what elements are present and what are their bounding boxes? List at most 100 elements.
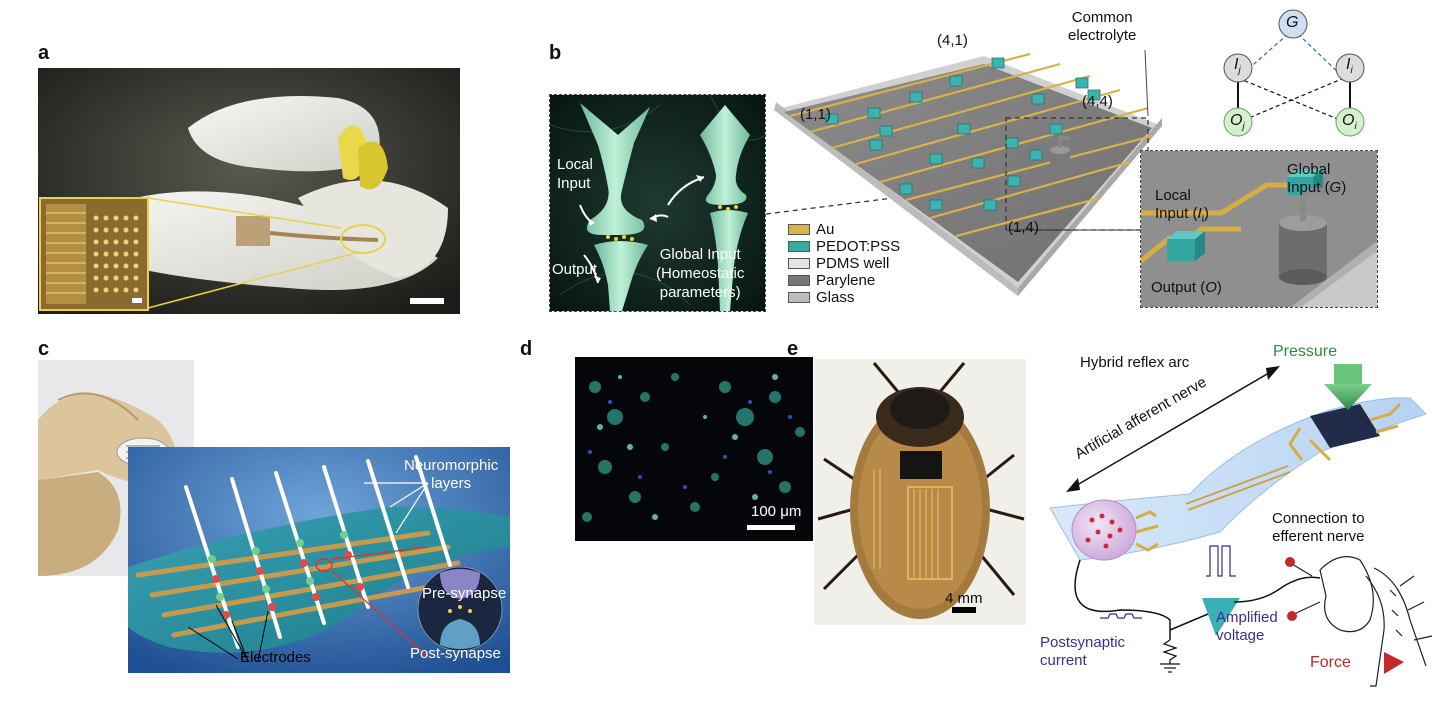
zoom-local-input-label: Local Input (Ii) xyxy=(1155,187,1209,225)
connection-efferent-line2: efferent nerve xyxy=(1272,528,1365,545)
panel-b-material-legend: Au PEDOT:PSS PDMS well Parylene Glass xyxy=(788,221,938,308)
legend-item-au: Au xyxy=(788,221,835,238)
zoom-local-electrode xyxy=(1167,231,1205,261)
postsynaptic-current-label: Postsynaptic current xyxy=(1040,634,1125,670)
panel-c-synapse-array-illustration: Neuromorphic layers Pre-synapse Post-syn… xyxy=(128,447,510,673)
common-electrolyte-line1: Common xyxy=(1071,9,1133,26)
neuron-global-input-line2: (Homeostatic xyxy=(656,265,745,282)
neuron-output-label: Output xyxy=(552,261,598,278)
inset-scale-bar xyxy=(132,298,142,303)
panel-a-orchid-photo xyxy=(38,68,460,314)
cockroach-chip xyxy=(900,451,942,479)
pressure-label: Pressure xyxy=(1273,343,1338,360)
zoom-global-input-line1: Global xyxy=(1287,161,1331,178)
coord-1-1-label: (1,1) xyxy=(800,106,831,123)
circuit-node-ii-main: I xyxy=(1346,56,1351,73)
electrode-ball-2 xyxy=(1287,611,1297,621)
legend-swatch-pdms xyxy=(788,258,810,269)
zoom-cylinder xyxy=(1279,188,1333,285)
legend-label-pdms: PDMS well xyxy=(816,255,890,272)
postsynaptic-current-trace xyxy=(1100,613,1142,619)
ring-oscillator xyxy=(1185,465,1291,511)
panel-b-electrode-array: Common electrolyte (4,1) (1,1) (4,4) (1,… xyxy=(770,9,1172,298)
legend-label-glass: Glass xyxy=(816,289,855,306)
circuit-node-oj-main: O xyxy=(1230,112,1243,129)
panel-e-label: e xyxy=(787,338,799,360)
legend-swatch-parylene xyxy=(788,275,810,286)
amplified-voltage-line1: Amplified xyxy=(1216,609,1278,626)
zoom-local-input-line2: Input ( xyxy=(1155,205,1198,222)
circuit-node-oj: Oj xyxy=(1230,112,1245,132)
zoom-output-text: Output ( xyxy=(1151,279,1206,296)
zoom-local-input-line1: Local xyxy=(1155,187,1191,204)
panel-e-scale-label: 4 mm xyxy=(945,590,983,607)
panel-e-reflex-arc-diagram: Hybrid reflex arc Pressure Artificial af… xyxy=(1040,340,1440,700)
circuit-node-oi-sub: i xyxy=(1354,121,1357,133)
neuron-global-input-line1: Global Input xyxy=(659,246,741,263)
postsynaptic-current-line2: current xyxy=(1040,652,1087,669)
circuit-node-ii-sub: i xyxy=(1350,65,1353,77)
neuron-global-input-line3: parameters) xyxy=(659,284,741,301)
circuit-node-g: G xyxy=(1286,14,1299,31)
panel-b-label: b xyxy=(549,42,562,64)
panel-d-scale-bar xyxy=(747,525,795,530)
legend-swatch-glass xyxy=(788,292,810,303)
postsynaptic-current-line1: Postsynaptic xyxy=(1040,634,1126,651)
orchid-inset-microscopy xyxy=(39,197,149,311)
zoom-local-input-sub: i xyxy=(1201,214,1204,225)
legend-label-pedot: PEDOT:PSS xyxy=(816,238,901,255)
amplified-voltage-line2: voltage xyxy=(1216,627,1265,644)
legend-item-pdms: PDMS well xyxy=(788,255,890,272)
zoom-global-input-label: Global Input (G) xyxy=(1287,161,1347,196)
legend-item-pedot: PEDOT:PSS xyxy=(788,238,901,255)
force-label: Force xyxy=(1310,654,1351,671)
panel-b-neuron-illustration: Local Input Output Global Input (Homeost… xyxy=(549,94,766,312)
zoom-local-input-symbol: I xyxy=(1197,205,1202,222)
coord-1-4-label: (1,4) xyxy=(1008,219,1039,236)
pressure-arrow xyxy=(1324,364,1372,410)
circuit-node-oi: Oi xyxy=(1342,112,1357,132)
legend-item-glass: Glass xyxy=(788,289,855,306)
circuit-node-oi-main: O xyxy=(1342,112,1355,129)
orchid-device xyxy=(236,216,270,246)
legend-swatch-au xyxy=(788,224,810,235)
legend-label-parylene: Parylene xyxy=(816,272,876,289)
synapse-zoom-circle xyxy=(417,566,503,652)
amplified-voltage-label: Amplified voltage xyxy=(1216,609,1278,645)
neuron-local-input-line1: Local xyxy=(557,156,593,173)
circuit-node-oj-sub: j xyxy=(1242,121,1245,133)
array-global-electrode xyxy=(1050,136,1070,174)
electrodes-label: Electrodes xyxy=(240,649,311,666)
legend-swatch-pedot xyxy=(788,241,810,252)
hybrid-reflex-arc-label: Hybrid reflex arc xyxy=(1080,354,1190,371)
circuit-node-ii: Ii xyxy=(1346,56,1353,76)
panel-e-scale-bar xyxy=(952,607,976,613)
neuromorphic-layers-label: Neuromorphic layers xyxy=(404,457,498,493)
panel-d-label: d xyxy=(520,338,533,360)
zoom-output-label: Output (O) xyxy=(1151,279,1222,296)
zoom-global-input-symbol: G xyxy=(1329,179,1342,196)
zoom-global-input-line2: Input ( xyxy=(1287,179,1330,196)
cockroach-leg-illustration xyxy=(1291,556,1433,687)
circuit-node-ij: Ij xyxy=(1234,56,1241,76)
zoom-output-symbol: O xyxy=(1205,279,1217,296)
circuit-node-ij-main: I xyxy=(1234,56,1239,73)
pressure-sensor-grid xyxy=(1288,402,1402,462)
connection-efferent-label: Connection to efferent nerve xyxy=(1272,510,1365,546)
panel-b-zoom-inset: Global Input (G) Local Input (Ii) Output… xyxy=(1140,150,1378,308)
connection-efferent-line1: Connection to xyxy=(1272,510,1365,527)
synaptic-dome xyxy=(1071,499,1159,561)
legend-label-au: Au xyxy=(816,221,835,238)
panel-b-circuit-diagram: G Ij Ii Oj Oi xyxy=(1210,8,1370,140)
neuron-global-input-label: Global Input (Homeostatic parameters) xyxy=(656,245,744,302)
amplifier-triangle xyxy=(1202,598,1240,636)
panel-c-label: c xyxy=(38,338,50,360)
neuron-local-input-line2: Input xyxy=(557,175,591,192)
panel-a-scale-bar xyxy=(410,298,444,304)
panel-a-label: a xyxy=(38,42,50,64)
electrode-ball-1 xyxy=(1285,557,1295,567)
neuron-local-input-label: Local Input xyxy=(557,155,593,193)
panel-e-cockroach-photo: 4 mm xyxy=(814,359,1026,625)
panel-d-fluorescence-image: 100 μm xyxy=(575,357,813,541)
neuromorphic-layers-line1: Neuromorphic xyxy=(404,457,499,474)
